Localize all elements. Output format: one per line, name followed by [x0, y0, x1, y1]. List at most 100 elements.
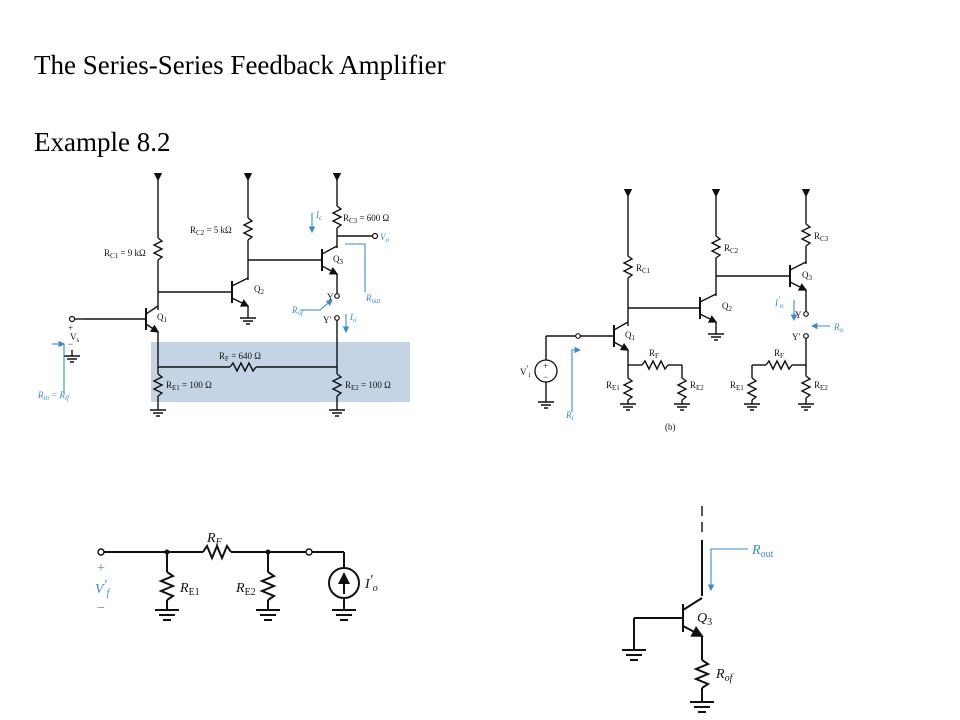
d-rof-resistor	[693, 659, 711, 689]
svg-text:Vs: Vs	[70, 332, 80, 344]
page-title: The Series-Series Feedback Amplifier	[34, 50, 446, 80]
a-rc3-label: R	[343, 213, 349, 223]
b-plus: +	[543, 361, 548, 371]
svg-text:Io: Io	[349, 312, 357, 324]
a-rof-label: R	[291, 305, 298, 315]
d-rout-label: R	[751, 543, 761, 558]
svg-text:RC2: RC2	[724, 243, 739, 255]
svg-text:RF: RF	[774, 348, 784, 360]
b-caption: (b)	[665, 422, 676, 432]
svg-text:RE2: RE2	[235, 581, 256, 598]
a-q3-label: Q	[333, 254, 340, 264]
a-yp-label: Y′	[323, 315, 331, 325]
rc3-resistor	[331, 205, 343, 229]
svg-text:Rout: Rout	[365, 293, 382, 305]
svg-text:RC1 = 9 kΩ: RC1 = 9 kΩ	[104, 248, 146, 260]
a-rc1-label: R	[104, 248, 110, 258]
svg-text:RE1: RE1	[606, 380, 620, 392]
circuit-d: Rout Q3 Rof	[622, 506, 774, 713]
b-y-label: Y	[795, 310, 802, 320]
svg-text:Q1: Q1	[625, 330, 636, 342]
svg-text:RF: RF	[206, 531, 223, 548]
svg-text:RE1: RE1	[179, 581, 200, 598]
vo-terminal	[371, 232, 379, 240]
a-vo-label: V	[380, 232, 387, 242]
a-y-label: Y	[327, 292, 334, 302]
svg-text:I′o: I′o	[774, 295, 784, 310]
b-rc1-label: R	[636, 263, 642, 273]
b-q1-label: Q	[625, 330, 632, 340]
svg-text:Q3: Q3	[333, 254, 344, 266]
a-plus: +	[68, 323, 73, 333]
b-rc3-label: R	[814, 231, 820, 241]
circuit-c: RF RE1 RE2 I′o + V′f −	[95, 531, 378, 621]
svg-text:Vo: Vo	[380, 232, 390, 244]
svg-text:RC1: RC1	[636, 263, 651, 275]
c-rf-label: R	[206, 531, 216, 546]
svg-text:I′o: I′o	[364, 573, 378, 594]
a-vs-label: V	[70, 332, 77, 342]
c-re1-resistor	[158, 571, 176, 601]
svg-text:RF: RF	[649, 348, 659, 360]
rc2-resistor	[242, 217, 254, 241]
c-re2-resistor	[259, 571, 277, 601]
b-io-label: I	[774, 298, 779, 308]
a-minus: −	[68, 339, 73, 349]
b-rf2-resistor	[765, 359, 793, 371]
b-re2b-label: R	[814, 380, 820, 390]
c-io-label: I	[364, 577, 371, 592]
b-vi-label: V	[520, 367, 527, 377]
rf-resistor	[229, 361, 257, 373]
circuit-a: RC1 = 9 kΩ RC2 = 5 kΩ RC3 = 600 Ω RF = 6…	[37, 173, 410, 417]
svg-text:Q2: Q2	[254, 284, 265, 296]
svg-text:Ri: Ri	[565, 410, 574, 422]
svg-text:Rof: Rof	[291, 305, 304, 317]
a-q1-label: Q	[157, 312, 164, 322]
c-minus: −	[97, 601, 105, 616]
svg-text:Rof: Rof	[715, 667, 734, 684]
svg-text:RE2: RE2	[690, 380, 704, 392]
b-rc1-resistor	[622, 255, 634, 279]
c-plus: +	[97, 561, 105, 576]
b-ro-label: R	[833, 322, 840, 332]
c-re1-label: R	[179, 581, 189, 596]
b-rc3-resistor	[800, 223, 812, 247]
a-rf-label: R	[219, 351, 225, 361]
b-minus: −	[543, 372, 548, 382]
svg-text:RE2: RE2	[814, 380, 828, 392]
svg-text:Rin = Rif: Rin = Rif	[37, 390, 70, 402]
c-input-terminal	[97, 548, 105, 556]
d-rof-label: R	[715, 667, 725, 682]
svg-text:RC2 = 5 kΩ: RC2 = 5 kΩ	[190, 225, 232, 237]
svg-text:Ro: Ro	[833, 322, 844, 334]
svg-text:RE2 = 100 Ω: RE2 = 100 Ω	[345, 380, 391, 392]
svg-text:Q3: Q3	[697, 611, 712, 628]
b-re1-label: R	[606, 380, 612, 390]
svg-text:Ic: Ic	[315, 210, 323, 222]
re1-resistor	[152, 373, 164, 397]
a-io-label: I	[349, 312, 354, 322]
svg-text:RF = 640 Ω: RF = 640 Ω	[219, 351, 261, 363]
b-re1b-label: R	[730, 380, 736, 390]
a-rout-label: R	[365, 293, 372, 303]
svg-text:RE1: RE1	[730, 380, 744, 392]
svg-text:Q1: Q1	[157, 312, 168, 324]
svg-text:RC3: RC3	[814, 231, 829, 243]
svg-text:RE1 = 100 Ω: RE1 = 100 Ω	[166, 380, 212, 392]
a-re1-label: R	[166, 380, 172, 390]
b-q2-label: Q	[722, 301, 729, 311]
svg-text:Rout: Rout	[751, 543, 774, 560]
b-ri-label: R	[565, 410, 572, 420]
a-q2-label: Q	[254, 284, 261, 294]
b-yp-label: Y′	[792, 332, 800, 342]
svg-text:V′i: V′i	[520, 364, 530, 379]
svg-text:Q3: Q3	[802, 270, 813, 282]
c-rf-resistor	[202, 543, 232, 561]
rc1-resistor	[152, 237, 164, 261]
b-rf2-label: R	[774, 348, 780, 358]
b-rf1-resistor	[641, 359, 669, 371]
c-vf-label: V	[95, 582, 105, 597]
circuit-b: RC1 RC2 RC3 Q1 Q2 Q3 RF RF RE1 RE2 RE1 R…	[520, 189, 844, 432]
a-re2-label: R	[345, 380, 351, 390]
